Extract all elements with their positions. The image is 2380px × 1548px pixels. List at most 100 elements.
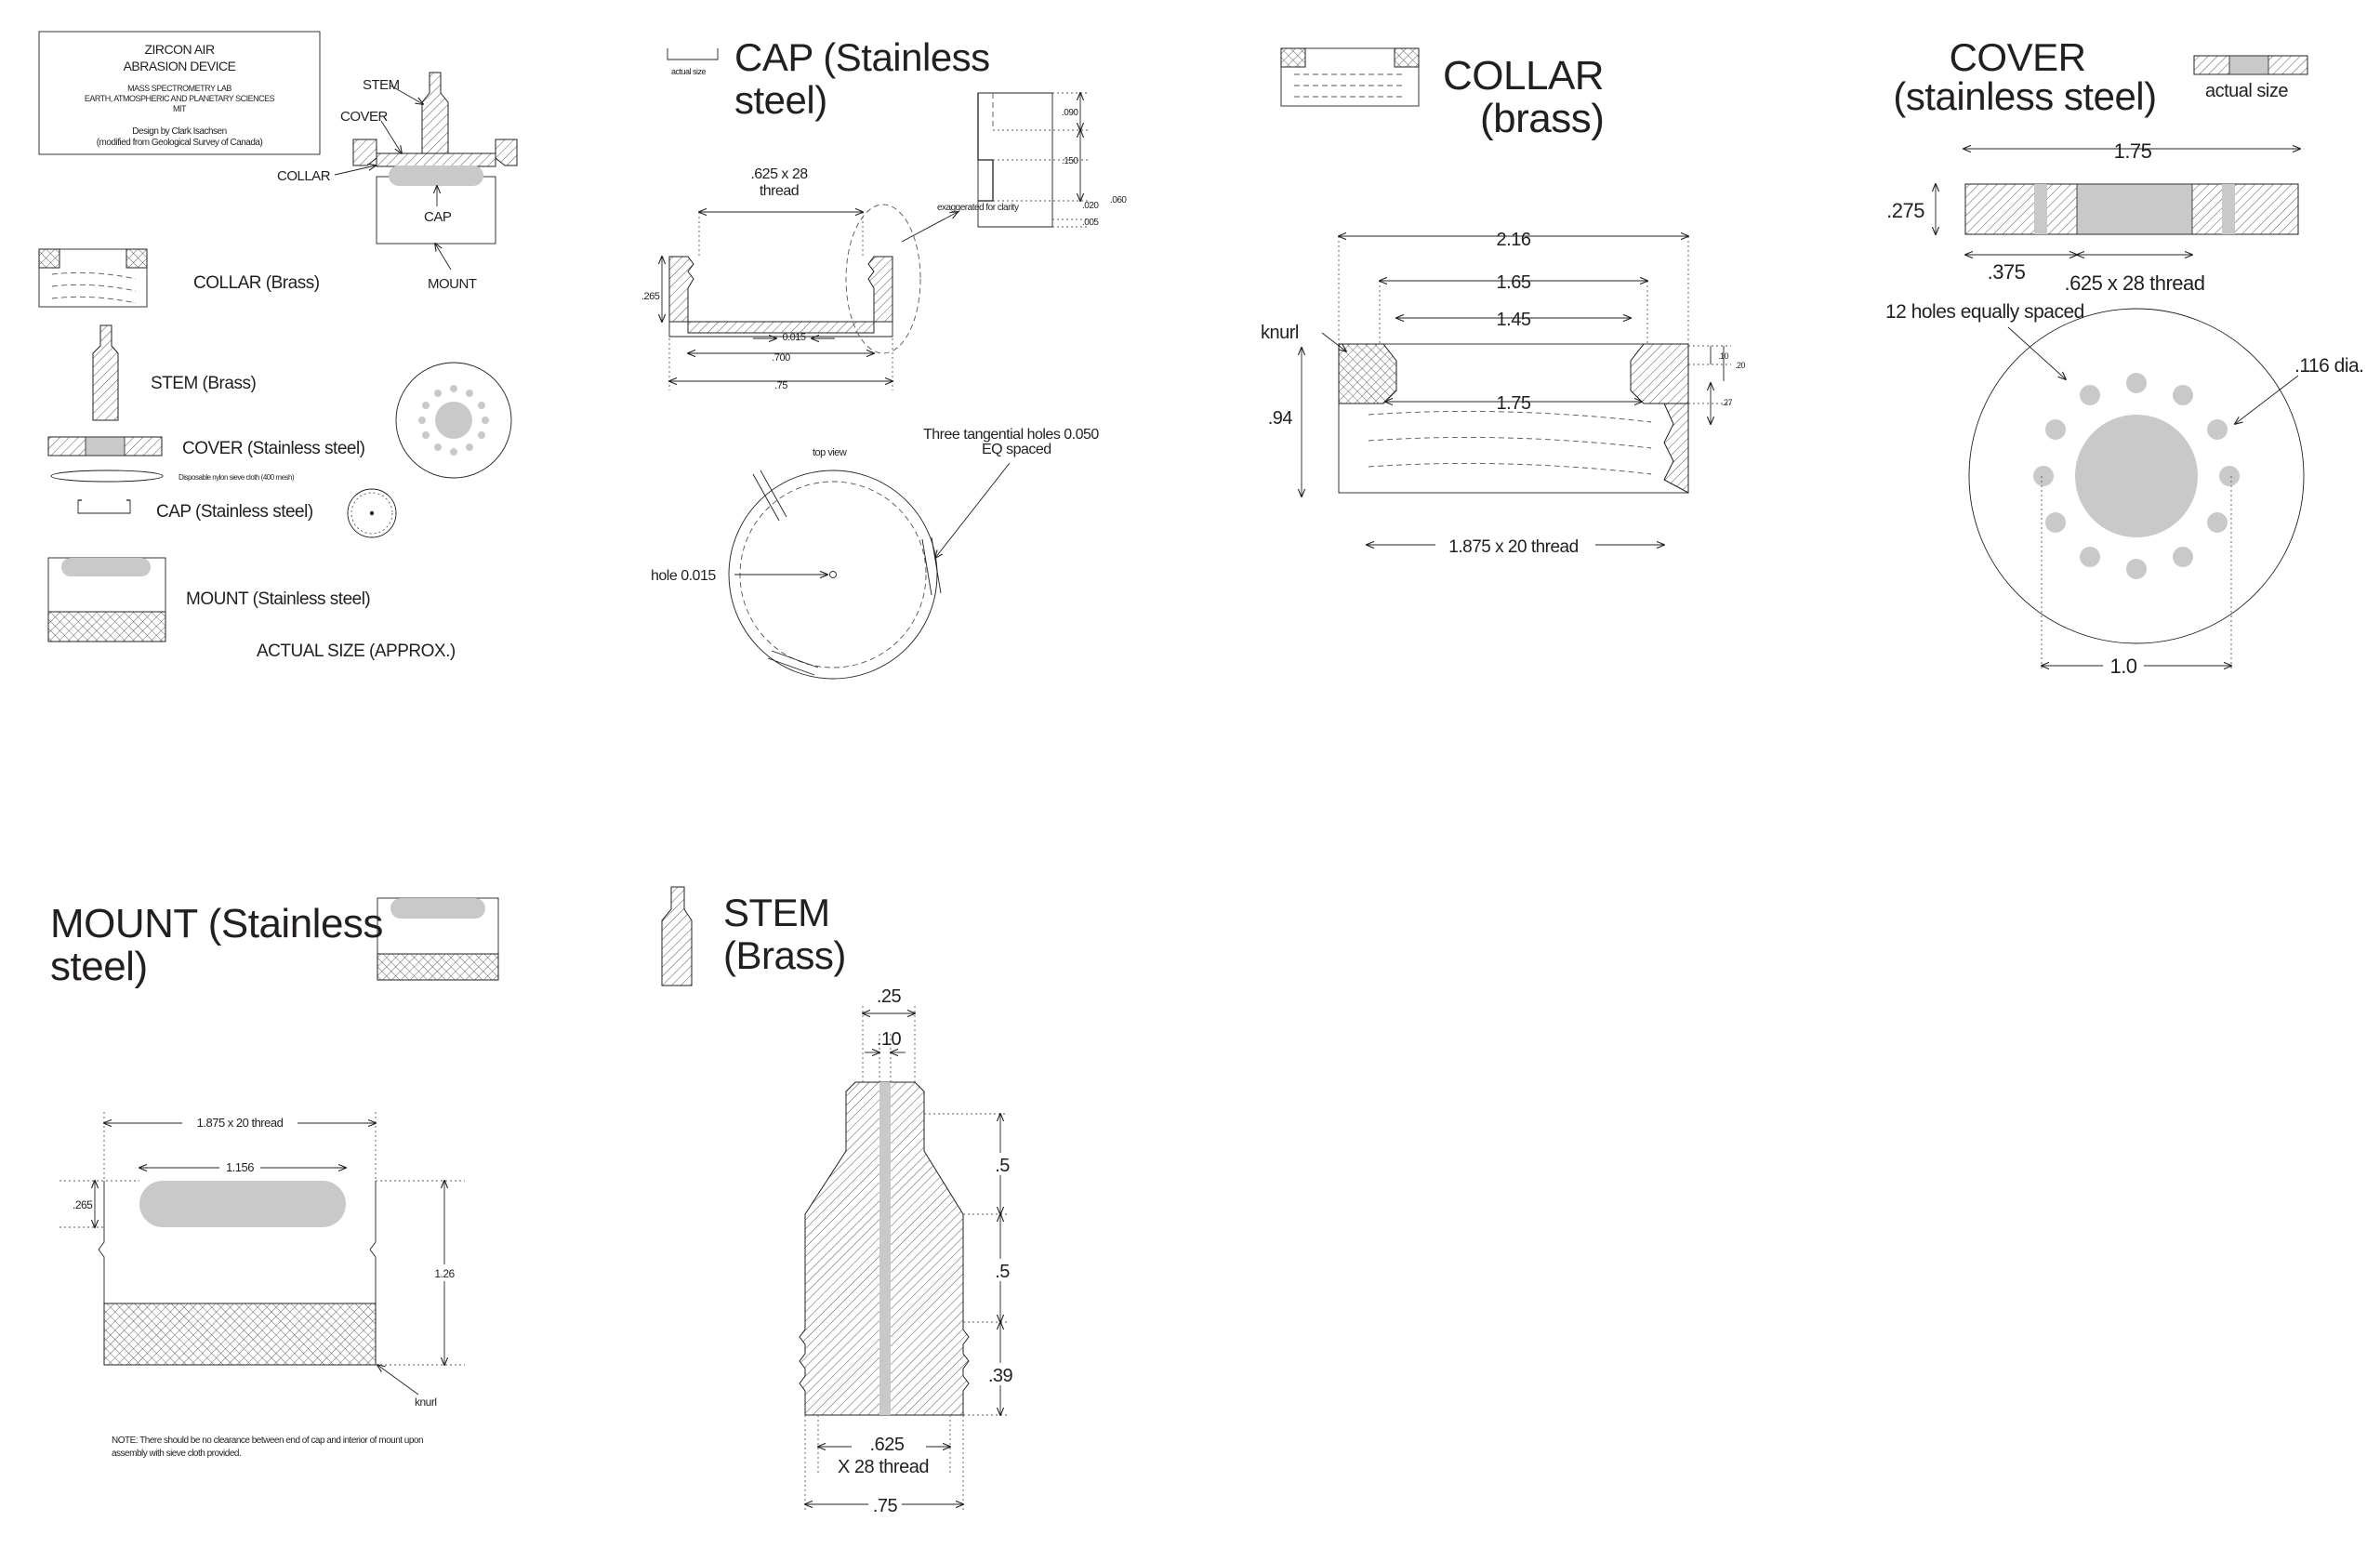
stem-dim-10: .10 bbox=[877, 1029, 902, 1050]
mount-note-line-2: assembly with sieve cloth provided. bbox=[112, 1449, 241, 1459]
collar-dim-216: 2.16 bbox=[1497, 230, 1531, 250]
collar-title-line-1: COLLAR bbox=[1443, 53, 1604, 99]
collar-dim-20: .20 bbox=[1735, 361, 1746, 370]
cover-holes-label: 12 holes equally spaced bbox=[1885, 301, 2084, 323]
lab-line-1: MASS SPECTROMETRY LAB bbox=[127, 84, 231, 93]
cap-top-view-outer bbox=[728, 470, 938, 680]
cap-dim-020: .020 bbox=[1082, 201, 1099, 211]
cap-actual-size-label: actual size bbox=[671, 67, 707, 76]
lab-line-3: MIT bbox=[173, 104, 187, 113]
title-line-1: ZIRCON AIR bbox=[144, 42, 215, 57]
cover-hole-ring bbox=[2033, 373, 2240, 579]
stem-bore bbox=[879, 1082, 891, 1415]
mount-note-line-1: NOTE: There should be no clearance betwe… bbox=[112, 1436, 423, 1446]
cap-hole-label: hole 0.015 bbox=[651, 568, 716, 584]
assembly-label-cover: COVER bbox=[340, 109, 389, 125]
stem-dim-75: .75 bbox=[873, 1496, 898, 1516]
cover-title-line-2: (stainless steel) bbox=[1893, 74, 2156, 118]
cover-actual-size-label: actual size bbox=[2205, 81, 2288, 101]
collar-dim-thread: 1.875 x 20 thread bbox=[1448, 537, 1578, 557]
stem-dim-39: .39 bbox=[988, 1366, 1013, 1386]
part-sieve-cloth-icon bbox=[50, 470, 164, 483]
cap-title-line-1: CAP (Stainless bbox=[734, 35, 990, 79]
cover-dim-10: 1.0 bbox=[2109, 655, 2136, 678]
stem-actual-size-icon bbox=[661, 886, 693, 986]
collar-knurl-label: knurl bbox=[1261, 323, 1299, 343]
cover-hole-dia-label: .116 dia. bbox=[2294, 355, 2364, 377]
mount-dim-thread: 1.875 x 20 thread bbox=[197, 1116, 284, 1130]
assembly-collar-right bbox=[495, 139, 518, 166]
cover-center-bore bbox=[2075, 415, 2198, 537]
collar-dim-10: .10 bbox=[1718, 351, 1729, 361]
lab-line-2: EARTH, ATMOSPHERIC AND PLANETARY SCIENCE… bbox=[85, 94, 275, 103]
part-cover-topview-icon bbox=[395, 362, 512, 479]
mount-dim-265: .265 bbox=[73, 1198, 93, 1211]
part-label-collar: COLLAR (Brass) bbox=[193, 273, 320, 293]
cover-title-line-1: COVER bbox=[1950, 35, 2086, 79]
stem-dim-25: .25 bbox=[877, 986, 902, 1007]
cap-dim-060: .060 bbox=[1110, 195, 1127, 205]
stem-panel: STEM (Brass) .25 .10 .5 .5 .39 bbox=[661, 886, 1019, 1516]
collar-dim-175: 1.75 bbox=[1497, 393, 1531, 414]
cap-detail-callout-ellipse bbox=[845, 204, 921, 354]
assembly-cover bbox=[376, 152, 496, 167]
collar-dim-94: .94 bbox=[1268, 408, 1293, 429]
cover-plan-outline bbox=[1968, 308, 2305, 644]
collar-dim-145: 1.45 bbox=[1497, 310, 1531, 330]
cap-dim-thread-line-2: thread bbox=[760, 183, 799, 199]
cap-panel: actual size CAP (Stainless steel) .625 x… bbox=[641, 35, 1128, 680]
mount-knurl-band bbox=[103, 1303, 377, 1366]
part-stem-icon bbox=[92, 324, 119, 421]
title-line-2: ABRASION DEVICE bbox=[124, 59, 236, 73]
cap-dim-thread-line-1: .625 x 28 bbox=[750, 166, 808, 182]
actual-size-label: ACTUAL SIZE (APPROX.) bbox=[257, 642, 456, 661]
cap-dim-75: .75 bbox=[774, 380, 787, 391]
cap-dim-150: .150 bbox=[1062, 156, 1078, 166]
mount-panel: MOUNT (Stainless steel) 1.875 x 20 threa… bbox=[50, 897, 499, 1459]
cover-panel: COVER (stainless steel) actual size 1.75… bbox=[1885, 35, 2364, 678]
cap-holes-note-line-1: Three tangential holes 0.050 bbox=[923, 427, 1099, 443]
collar-title-line-2: (brass) bbox=[1480, 96, 1604, 141]
collar-actual-size-icon bbox=[1280, 47, 1420, 107]
cap-top-view-label: top view bbox=[813, 447, 847, 458]
part-collar-outline bbox=[38, 248, 148, 308]
cap-title-line-2: steel) bbox=[734, 78, 827, 122]
collar-panel: COLLAR (brass) 2.16 1.65 1.45 1.75 knurl… bbox=[1261, 47, 1746, 557]
stem-dim-thread-line-2: X 28 thread bbox=[838, 1457, 929, 1477]
cap-dim-090: .090 bbox=[1062, 108, 1078, 118]
part-label-mount: MOUNT (Stainless steel) bbox=[186, 589, 370, 609]
cap-exaggerated-label: exaggerated for clarity bbox=[937, 203, 1019, 213]
assembly-label-stem: STEM bbox=[363, 77, 400, 93]
cover-dim-275: .275 bbox=[1886, 199, 1924, 222]
assembly-collar-left bbox=[352, 139, 377, 166]
mount-cap-recess bbox=[139, 1181, 346, 1227]
cover-dim-175: 1.75 bbox=[2114, 139, 2152, 163]
stem-title-line-1: STEM bbox=[723, 891, 830, 934]
stem-title-line-2: (Brass) bbox=[723, 933, 846, 977]
mount-title-line-2: steel) bbox=[50, 944, 148, 989]
modified-credit: (modified from Geological Survey of Cana… bbox=[97, 138, 263, 148]
part-cap-topview-icon bbox=[347, 488, 397, 538]
collar-dim-165: 1.65 bbox=[1497, 272, 1531, 293]
stem-dim-5-upper: .5 bbox=[995, 1156, 1010, 1176]
part-label-cover: COVER (Stainless steel) bbox=[182, 439, 365, 458]
cap-center-hole bbox=[829, 571, 837, 578]
cap-dim-0015: 0.015 bbox=[782, 332, 805, 343]
part-label-cloth: Disposable nylon sieve cloth (400 mesh) bbox=[178, 473, 295, 482]
mount-title-line-1: MOUNT (Stainless bbox=[50, 901, 383, 946]
part-label-stem: STEM (Brass) bbox=[151, 374, 256, 393]
mount-dim-126: 1.26 bbox=[434, 1267, 455, 1280]
cover-dim-375: .375 bbox=[1988, 260, 2026, 284]
cap-actual-size-icon bbox=[667, 48, 719, 60]
cap-holes-note-line-2: EQ spaced bbox=[982, 442, 1051, 457]
assembly-cap bbox=[389, 165, 483, 186]
assembly-label-cap: CAP bbox=[424, 209, 452, 225]
part-cap-icon bbox=[77, 500, 131, 514]
title-block: ZIRCON AIR ABRASION DEVICE MASS SPECTROM… bbox=[38, 31, 321, 155]
assembly-stem bbox=[421, 72, 449, 154]
parts-list: COLLAR (Brass) STEM (Brass) COVER (Stain… bbox=[38, 248, 512, 661]
mount-dim-1156: 1.156 bbox=[226, 1160, 254, 1174]
cap-dim-700: .700 bbox=[772, 352, 790, 364]
assembly-label-collar: COLLAR bbox=[277, 168, 331, 184]
